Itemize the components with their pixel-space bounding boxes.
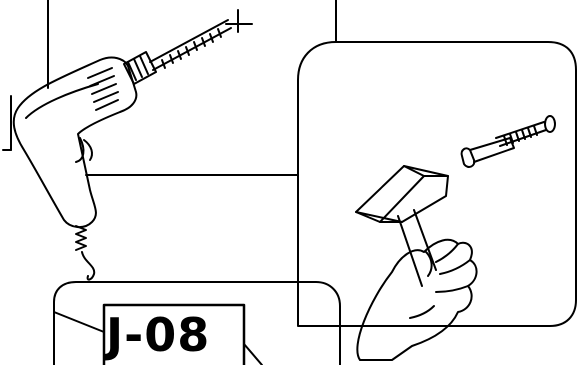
screw-icon [496,116,555,146]
hammer-icon [356,166,448,286]
drill-cord [76,226,94,280]
anchor-panel [298,42,576,326]
model-code-label: J-08 [104,305,246,365]
hand-icon [357,240,476,360]
power-drill-icon [14,58,137,228]
drill-bit-icon [150,10,252,70]
wall-frame [3,0,336,175]
